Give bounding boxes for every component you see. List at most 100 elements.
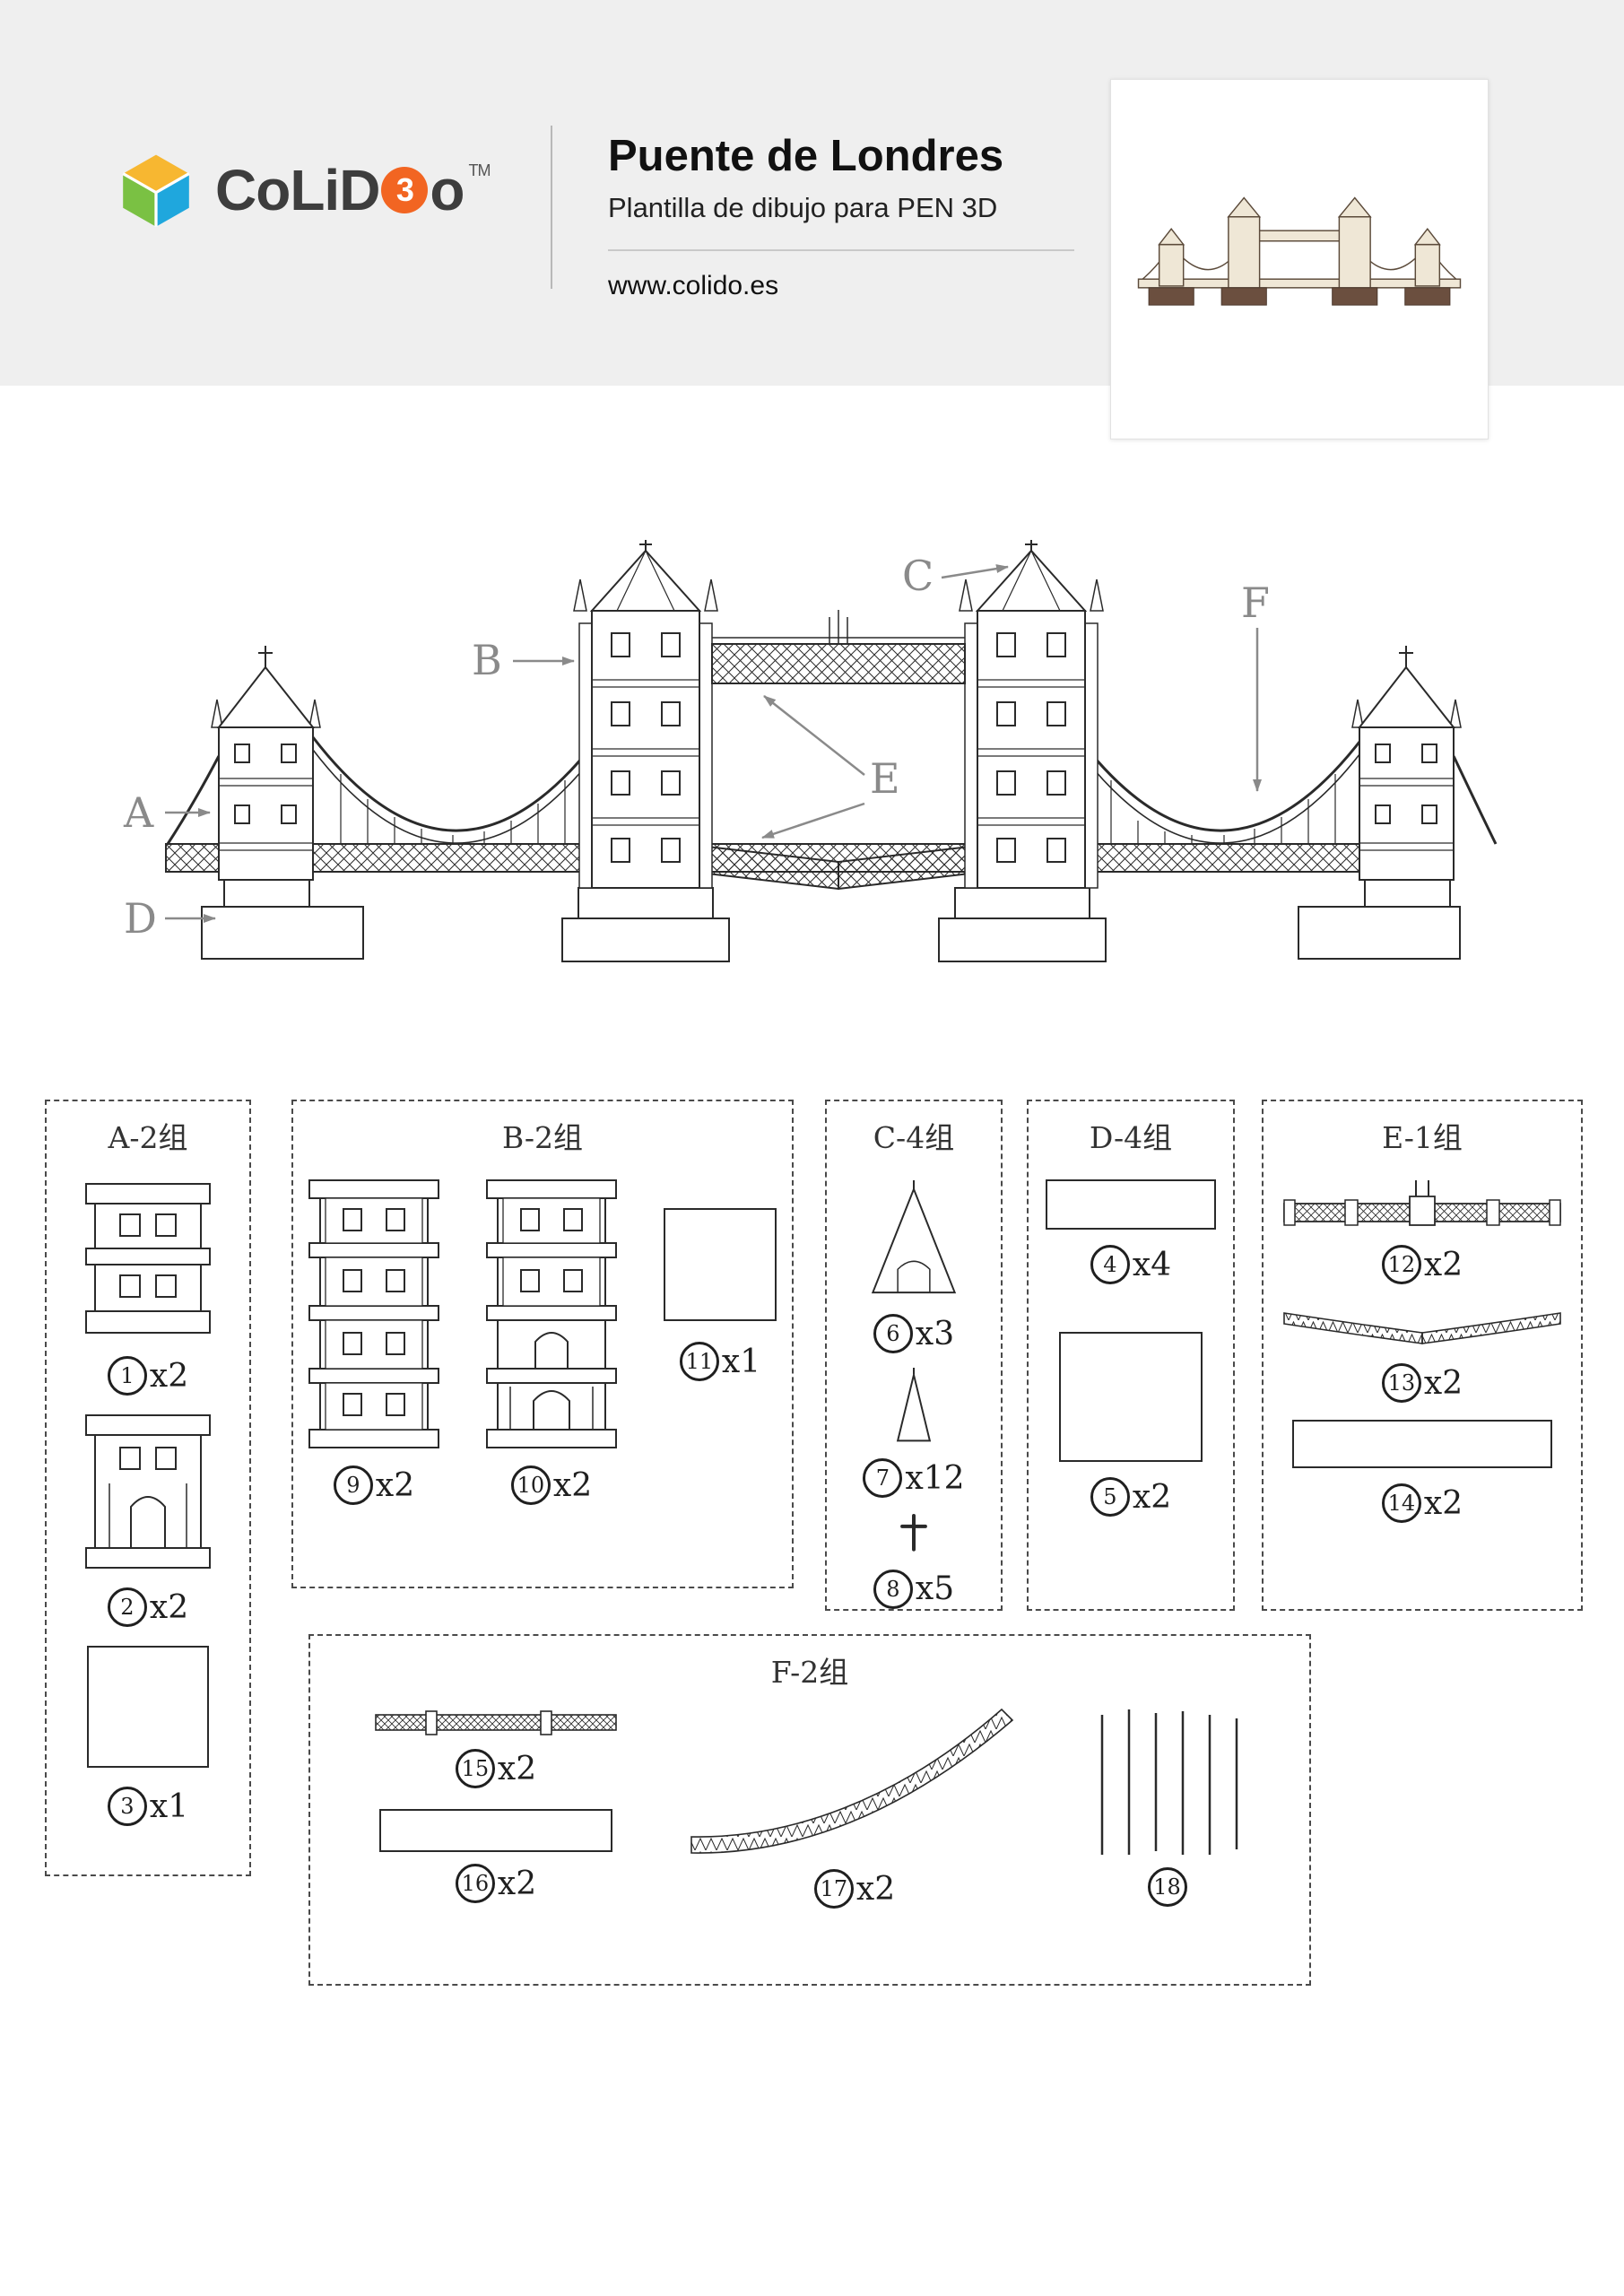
part-18-column: 18 <box>1088 1702 1249 1907</box>
part-2-drawing <box>85 1414 211 1569</box>
colido-cube-logo-icon <box>122 154 190 227</box>
part-10-count: x2 <box>552 1466 593 1504</box>
bridge-deck <box>165 843 1449 891</box>
brand-3-badge: 3 <box>381 167 429 213</box>
part-13-count: x2 <box>1423 1364 1463 1402</box>
website-url: www.colido.es <box>608 271 779 300</box>
trademark-symbol: TM <box>468 161 491 179</box>
part-15-number: 15 <box>455 1749 495 1788</box>
part-17-count: x2 <box>855 1870 896 1908</box>
bridge-label-d: D <box>124 894 157 943</box>
part-5-count: x2 <box>1132 1478 1172 1516</box>
outer-tower-left <box>211 646 321 881</box>
group-box-b: B-2组 <box>291 1100 794 1588</box>
part-5-drawing <box>1059 1332 1203 1462</box>
bridge-diagram: A B C D E F <box>123 540 1498 962</box>
part-18-number: 18 <box>1147 1867 1187 1907</box>
part-14-number: 14 <box>1381 1483 1421 1523</box>
group-f-title: F-2组 <box>770 1655 849 1690</box>
part-17-number: 17 <box>813 1869 854 1909</box>
part-11-drawing <box>664 1208 777 1321</box>
outer-tower-right <box>1351 646 1462 881</box>
brand-text-o: o <box>430 158 465 222</box>
part-5-number: 5 <box>1090 1477 1130 1517</box>
bridge-thumbnail-card <box>1110 79 1489 439</box>
part-11-count: x1 <box>721 1343 761 1380</box>
part-14-drawing <box>1292 1420 1552 1468</box>
header-title-block: Puente de Londres Plantilla de dibujo pa… <box>608 131 1110 301</box>
part-16-count: x2 <box>497 1865 537 1902</box>
header-vertical-divider <box>551 126 552 289</box>
part-4-count: x4 <box>1132 1246 1172 1283</box>
bridge-label-b: B <box>472 636 502 684</box>
part-12-drawing <box>1283 1180 1561 1226</box>
part-6-number: 6 <box>873 1314 913 1353</box>
part-12-number: 12 <box>1381 1245 1421 1284</box>
suspension-chains <box>166 736 1498 845</box>
part-18-label: 18 <box>1147 1867 1190 1907</box>
group-e-title: E-1组 <box>1382 1120 1463 1155</box>
main-tower-left <box>573 540 718 889</box>
part-17-drawing <box>690 1708 1014 1854</box>
part-1-number: 1 <box>107 1356 147 1396</box>
part-2-number: 2 <box>107 1587 147 1627</box>
bridge-label-c: C <box>902 552 934 600</box>
part-16-number: 16 <box>455 1864 495 1903</box>
bridge-label-f: F <box>1241 578 1270 627</box>
group-b-title: B-2组 <box>501 1120 583 1155</box>
callout-labels: A B C D E F <box>123 552 1270 943</box>
bridge-bases <box>201 879 1461 962</box>
header-divider-line <box>608 249 1074 251</box>
part-15-drawing <box>375 1710 617 1735</box>
main-tower-right <box>959 540 1104 889</box>
part-9-count: x2 <box>375 1466 415 1504</box>
part-4-number: 4 <box>1090 1245 1130 1284</box>
part-6-count: x3 <box>915 1315 955 1352</box>
group-a-title: A-2组 <box>108 1120 188 1155</box>
part-12-count: x2 <box>1423 1246 1463 1283</box>
part-10-number: 10 <box>510 1465 551 1505</box>
part-7-number: 7 <box>863 1458 903 1499</box>
part-13-number: 13 <box>1381 1363 1421 1403</box>
part-18-drawing <box>1100 1709 1238 1855</box>
part-7-count: x12 <box>905 1459 965 1497</box>
part-9-drawing <box>308 1179 439 1448</box>
callout-arrows <box>165 564 1262 923</box>
page-subtitle: Plantilla de dibujo para PEN 3D <box>608 192 998 223</box>
page-title: Puente de Londres <box>608 132 1004 180</box>
part-8-number: 8 <box>873 1569 913 1609</box>
part-6-drawing <box>871 1179 957 1294</box>
part-3-number: 3 <box>107 1787 147 1826</box>
part-2-count: x2 <box>149 1588 189 1626</box>
bridge-thumbnail-image <box>1137 196 1462 306</box>
brand-text-d: D <box>339 158 380 222</box>
part-7-drawing <box>896 1367 932 1442</box>
part-9-number: 9 <box>333 1465 373 1505</box>
part-13-drawing <box>1283 1312 1561 1344</box>
part-4-drawing <box>1046 1179 1216 1230</box>
